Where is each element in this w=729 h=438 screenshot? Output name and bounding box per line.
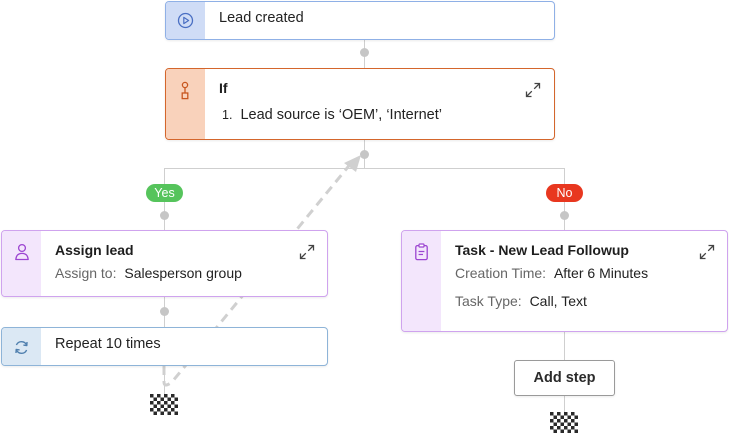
assign-field-value: Salesperson group (124, 265, 242, 281)
creation-time-label: Creation Time: (455, 265, 547, 281)
person-icon (14, 243, 29, 261)
clipboard-icon (415, 243, 428, 261)
finish-flag-icon (150, 394, 178, 415)
assign-field-label: Assign to: (55, 265, 117, 281)
connector-dot (560, 211, 569, 220)
connector-split-horizontal (164, 168, 565, 169)
connector-repeat-end (164, 366, 165, 394)
add-step-button[interactable]: Add step (514, 360, 615, 396)
assign-title: Assign lead (55, 242, 134, 258)
trigger-card[interactable]: Lead created (165, 1, 555, 40)
expand-icon[interactable] (298, 243, 316, 261)
repeat-card[interactable]: Repeat 10 times (1, 327, 328, 366)
connector-addstep-end (564, 396, 565, 412)
trigger-label: Lead created (219, 10, 304, 26)
branch-icon (181, 81, 188, 100)
repeat-label: Repeat 10 times (55, 336, 161, 352)
refresh-icon (15, 341, 28, 354)
connector-dot (160, 211, 169, 220)
task-title: Task - New Lead Followup (455, 242, 629, 258)
no-branch-badge: No (546, 184, 583, 202)
connector-dot (360, 48, 369, 57)
expand-icon[interactable] (524, 81, 542, 99)
expand-icon[interactable] (698, 243, 716, 261)
task-type-value: Call, Text (529, 293, 587, 309)
task-type-label: Task Type: (455, 293, 522, 309)
condition-card[interactable]: If 1. Lead source is ‘OEM’, ‘Internet’ (165, 68, 555, 140)
connector-dot (160, 307, 169, 316)
rule-number: 1. (222, 108, 233, 122)
task-card[interactable]: Task - New Lead Followup Creation Time: … (401, 230, 728, 332)
condition-title: If (219, 80, 228, 96)
connector-dot (360, 150, 369, 159)
play-circle-icon (177, 12, 194, 29)
yes-branch-badge: Yes (146, 184, 183, 202)
assign-lead-card[interactable]: Assign lead Assign to: Salesperson group (1, 230, 328, 297)
connector-task-addstep (564, 332, 565, 360)
rule-text: Lead source is ‘OEM’, ‘Internet’ (240, 107, 442, 123)
creation-time-value: After 6 Minutes (553, 265, 649, 281)
finish-flag-icon (550, 412, 578, 433)
